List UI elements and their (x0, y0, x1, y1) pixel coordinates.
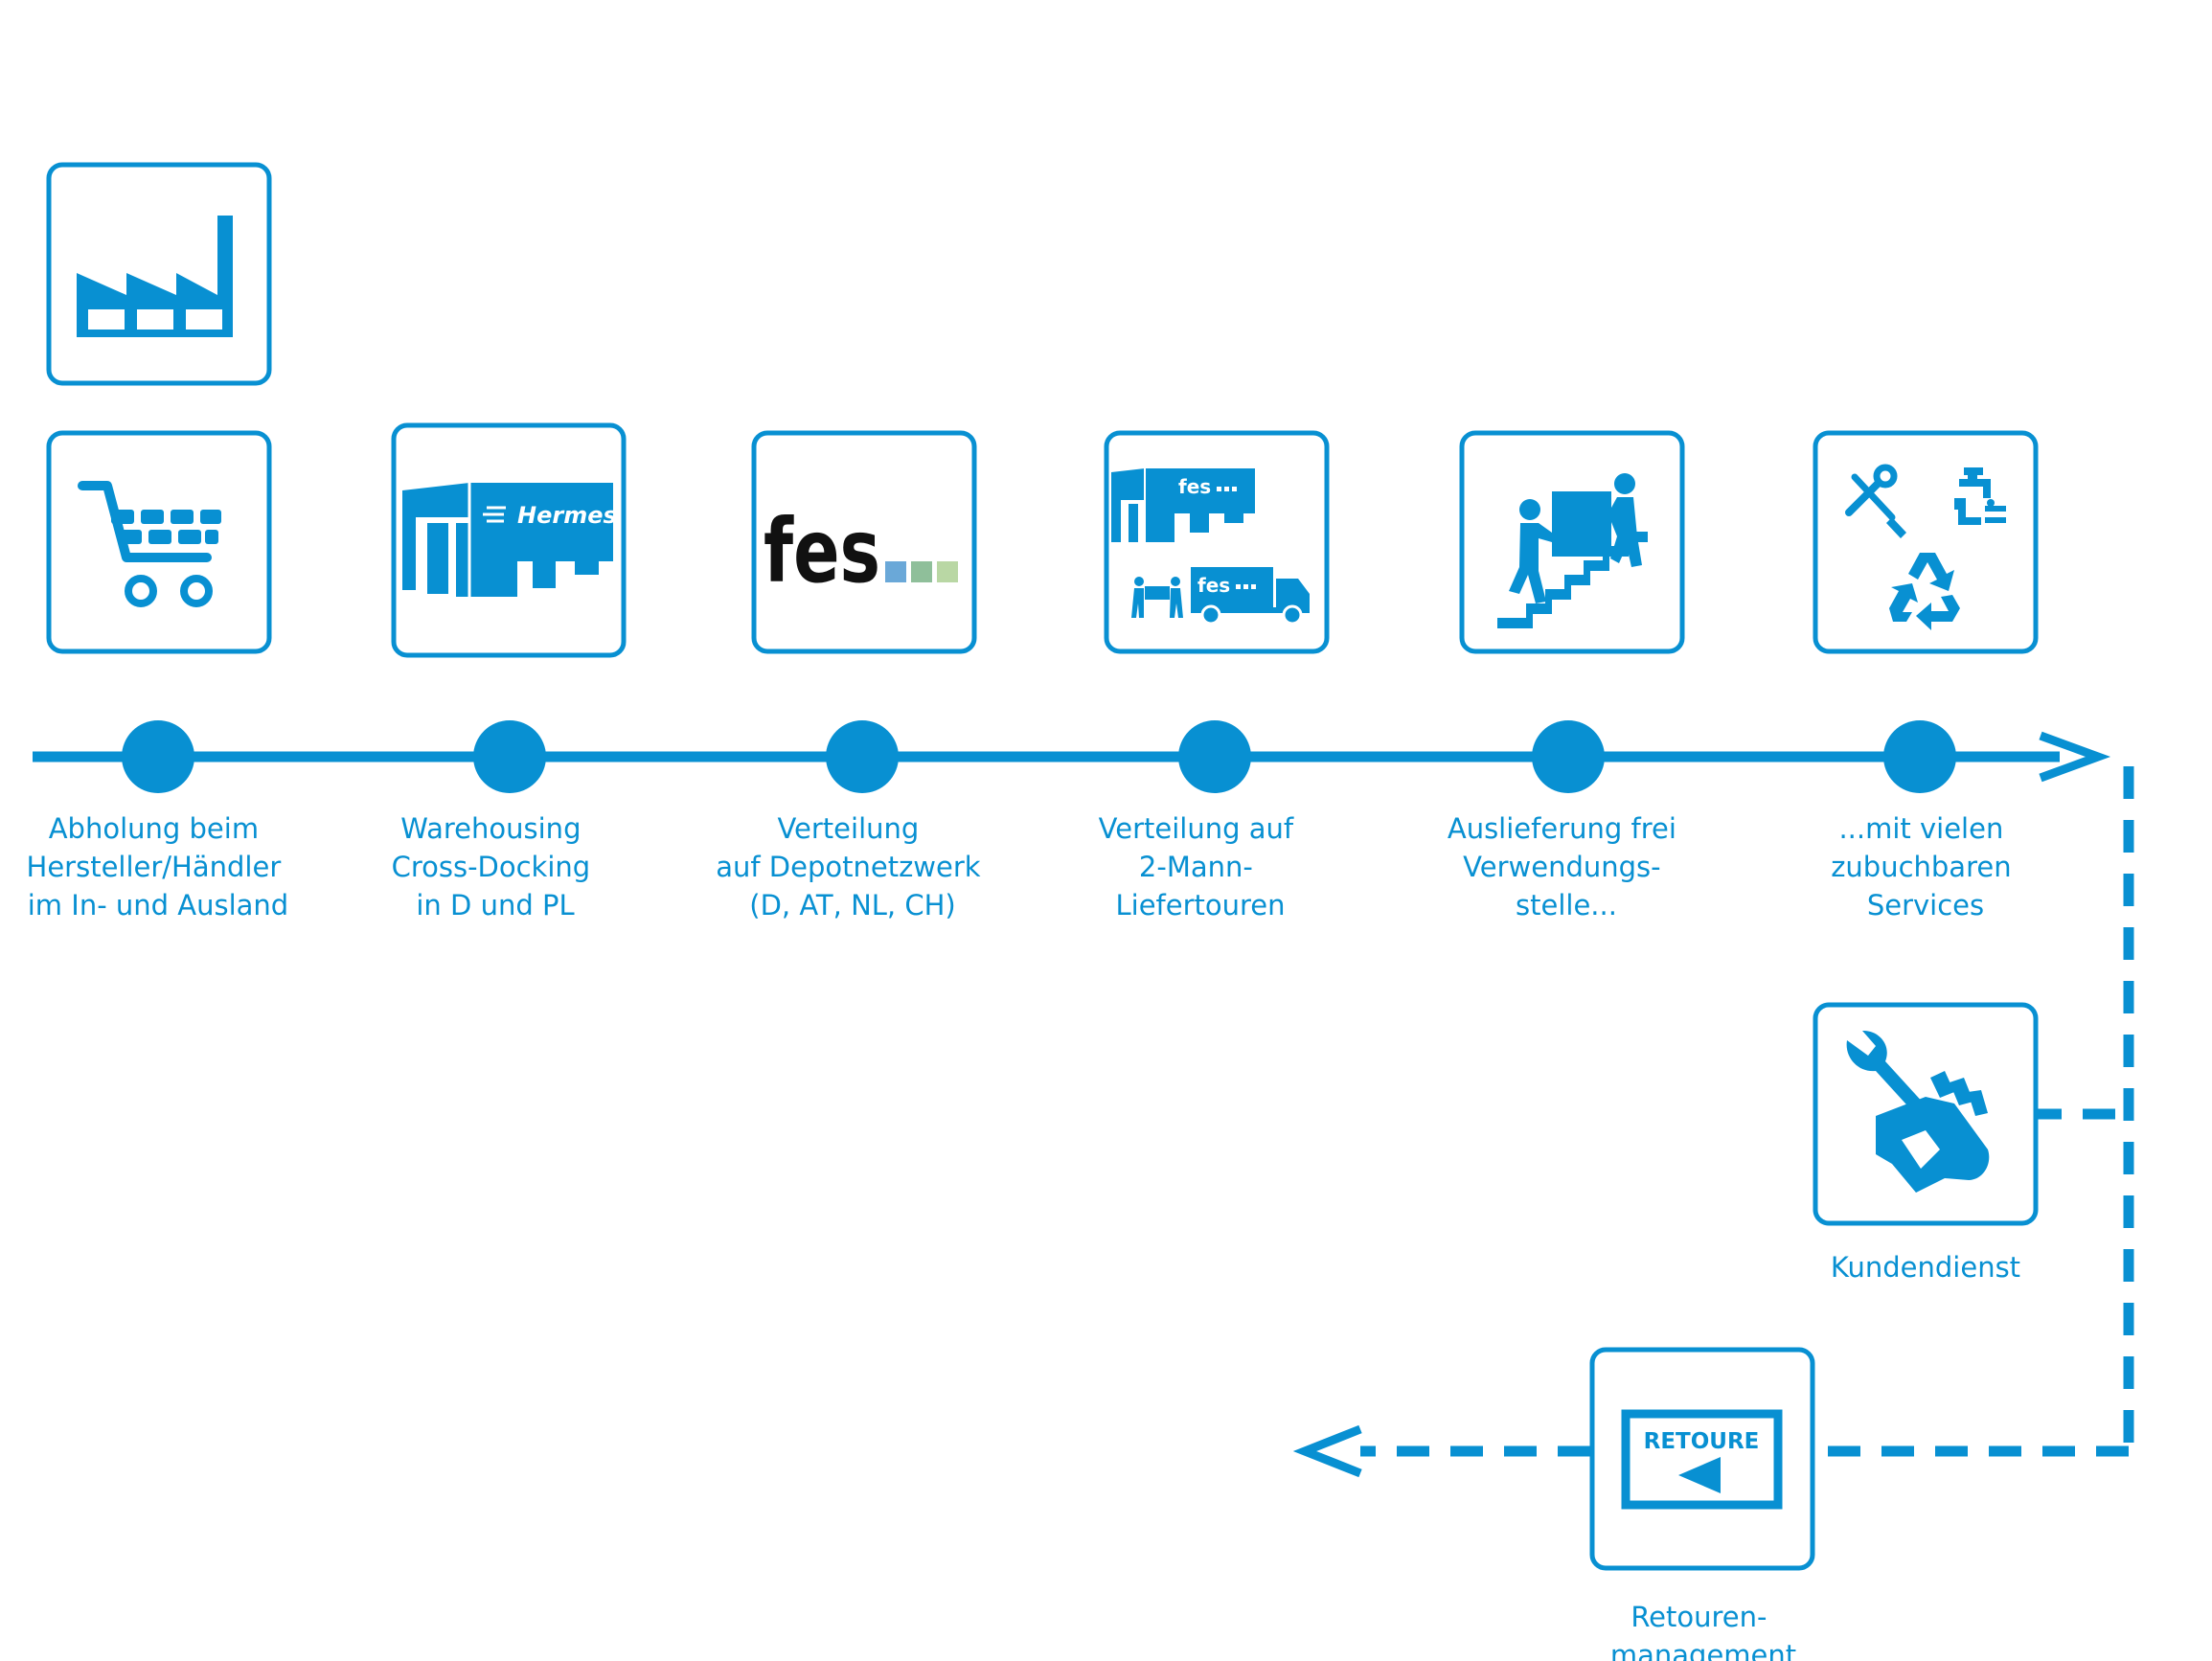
return-arrowhead (1292, 1424, 1362, 1478)
fes-logo-text: fes (764, 500, 880, 603)
label-retouren: Retouren- management (1610, 1601, 1796, 1661)
timeline-node-verteilung-depot (826, 720, 899, 793)
hermes-warehouse-icon: Hermes (391, 422, 627, 658)
label-auslieferung: Auslieferung frei Verwendungs- stelle... (1448, 812, 1685, 922)
shopping-cart-icon (46, 430, 272, 654)
timeline-node-verteilung-2mann (1178, 720, 1251, 793)
timeline-node-services (1883, 720, 1956, 793)
hermes-logo-text: Hermes (517, 502, 617, 529)
return-flow (1360, 766, 2134, 1457)
recycle-icon (1889, 553, 1960, 630)
step-labels: Abholung beim Hersteller/Händler im In- … (27, 812, 2021, 1661)
label-verteilung-depot: Verteilung auf Depotnetzwerk (D, AT, NL,… (716, 812, 990, 922)
timeline-node-auslieferung (1532, 720, 1605, 793)
label-abholung: Abholung beim Hersteller/Händler im In- … (27, 812, 290, 922)
label-services: ...mit vielen zubuchbaren Services (1831, 812, 2020, 922)
fes-depot-truck-icon: fes fes (1104, 430, 1330, 654)
label-verteilung-2mann: Verteilung auf 2-Mann- Liefertouren (1099, 812, 1303, 922)
factory-icon (46, 162, 272, 386)
carrying-stairs-icon (1459, 430, 1685, 654)
timeline-node-warehousing (473, 720, 546, 793)
retoure-sign-icon: RETOURE (1589, 1347, 1815, 1571)
main-timeline (33, 720, 2111, 793)
timeline-arrowhead (2039, 731, 2111, 783)
wrench-hand-icon (1813, 1002, 2039, 1226)
services-tools-icon (1813, 430, 2039, 654)
retoure-sign-text: RETOURE (1644, 1429, 1760, 1454)
label-warehousing: Warehousing Cross-Docking in D und PL (392, 812, 600, 922)
timeline-node-abholung (122, 720, 194, 793)
fes-truck-text: fes (1197, 574, 1230, 597)
fes-depot-text: fes (1178, 475, 1211, 498)
fes-logo-icon: fes (751, 430, 977, 654)
label-kundendienst: Kundendienst (1831, 1251, 2020, 1284)
